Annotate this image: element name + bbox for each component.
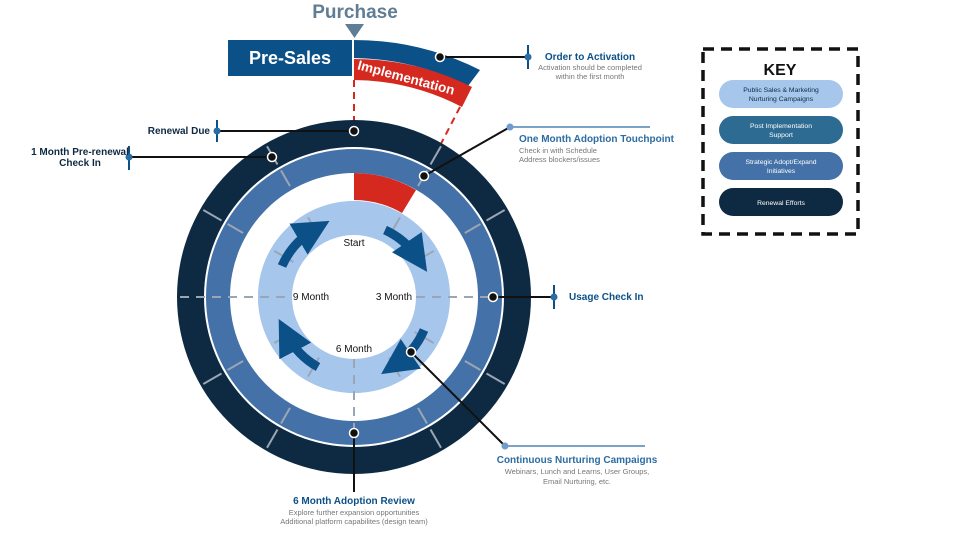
dot-renewal-due xyxy=(348,125,360,137)
review-sub2: Additional platform capabilites (design … xyxy=(280,517,428,526)
presales-label: Pre-Sales xyxy=(249,48,331,68)
nurturing-sub1: Webinars, Lunch and Learns, User Groups, xyxy=(505,467,650,476)
month-tick xyxy=(464,223,481,234)
usage-checkin-label: Usage Check In xyxy=(569,292,643,303)
month-tick xyxy=(280,170,291,187)
month-tick xyxy=(429,429,442,449)
callout-lines xyxy=(129,56,650,492)
month-tick xyxy=(202,372,222,385)
legend-public-line2: Nurturing Campaigns xyxy=(749,96,814,103)
arrow-6-to-9 xyxy=(278,319,321,371)
adoption-wedge xyxy=(354,173,416,213)
month-tick xyxy=(280,407,291,424)
callout-dots xyxy=(266,51,499,439)
nurturing-sub2: Email Nurturing, etc. xyxy=(543,477,611,486)
callout-end-dots xyxy=(125,53,558,450)
legend-swatch-strategic xyxy=(719,152,843,180)
legend-swatch-post-impl xyxy=(719,116,843,144)
adoption-touchpoint-sub1: Check in with Schedule xyxy=(519,146,597,155)
month-6-label: 6 Month xyxy=(336,344,372,355)
dot-activation xyxy=(434,51,446,63)
legend-swatch-renewal xyxy=(719,188,843,216)
arrow-9-to-start xyxy=(277,220,330,268)
legend-renewal-line1: Renewal Efforts xyxy=(757,200,805,207)
implementation-band xyxy=(354,58,472,107)
start-label: Start xyxy=(343,238,364,249)
legend-public-line1: Public Sales & Marketing xyxy=(743,87,819,94)
presales-box xyxy=(228,40,352,76)
month-gridlines xyxy=(180,296,530,472)
dot-usage xyxy=(487,291,499,303)
review-title: 6 Month Adoption Review xyxy=(293,496,415,507)
month-tick xyxy=(486,372,506,385)
legend-strategic-line1: Strategic Adopt/Expand xyxy=(745,159,816,166)
purchase-marker xyxy=(345,24,364,38)
adoption-touchpoint-title: One Month Adoption Touchpoint xyxy=(519,134,675,145)
month-3-label: 3 Month xyxy=(376,292,412,303)
nurturing-title: Continuous Nurturing Campaigns xyxy=(497,455,658,466)
month-tick xyxy=(227,360,244,371)
legend-swatch-public xyxy=(719,80,843,108)
month-tick xyxy=(266,429,279,449)
month-tick xyxy=(464,360,481,371)
inner-white-disc xyxy=(292,235,416,359)
activation-band xyxy=(354,40,480,86)
legend-strategic-line2: Initiatives xyxy=(767,168,796,175)
legend-title: KEY xyxy=(764,62,797,79)
arrow-start-to-3 xyxy=(382,225,428,272)
month-tick xyxy=(227,223,244,234)
legend: KEY Public Sales & Marketing Nurturing C… xyxy=(701,47,860,236)
month-tick xyxy=(486,209,506,222)
prerenewal-label-1: 1 Month Pre-renewal xyxy=(31,147,129,158)
month-9-label: 9 Month xyxy=(293,292,329,303)
renewal-due-label: Renewal Due xyxy=(148,126,211,137)
dot-review xyxy=(348,427,360,439)
order-activation-title: Order to Activation xyxy=(545,52,635,63)
month-tick xyxy=(202,209,222,222)
month-tick xyxy=(429,145,442,165)
order-activation-sub2: within the first month xyxy=(555,72,625,81)
order-activation-sub1: Activation should be completed xyxy=(538,63,642,72)
legend-post-impl-line1: Post Implementation xyxy=(750,123,812,130)
dot-adoption xyxy=(418,170,430,182)
legend-post-impl-line2: Support xyxy=(769,132,793,139)
review-sub1: Explore further expansion opportunities xyxy=(289,508,420,517)
dot-prerenewal xyxy=(266,151,278,163)
dot-nurturing xyxy=(405,346,417,358)
purchase-label: Purchase xyxy=(312,2,398,23)
adoption-touchpoint-sub2: Address blockers/issues xyxy=(519,155,600,164)
month-tick xyxy=(417,407,428,424)
prerenewal-label-2: Check In xyxy=(59,158,101,169)
